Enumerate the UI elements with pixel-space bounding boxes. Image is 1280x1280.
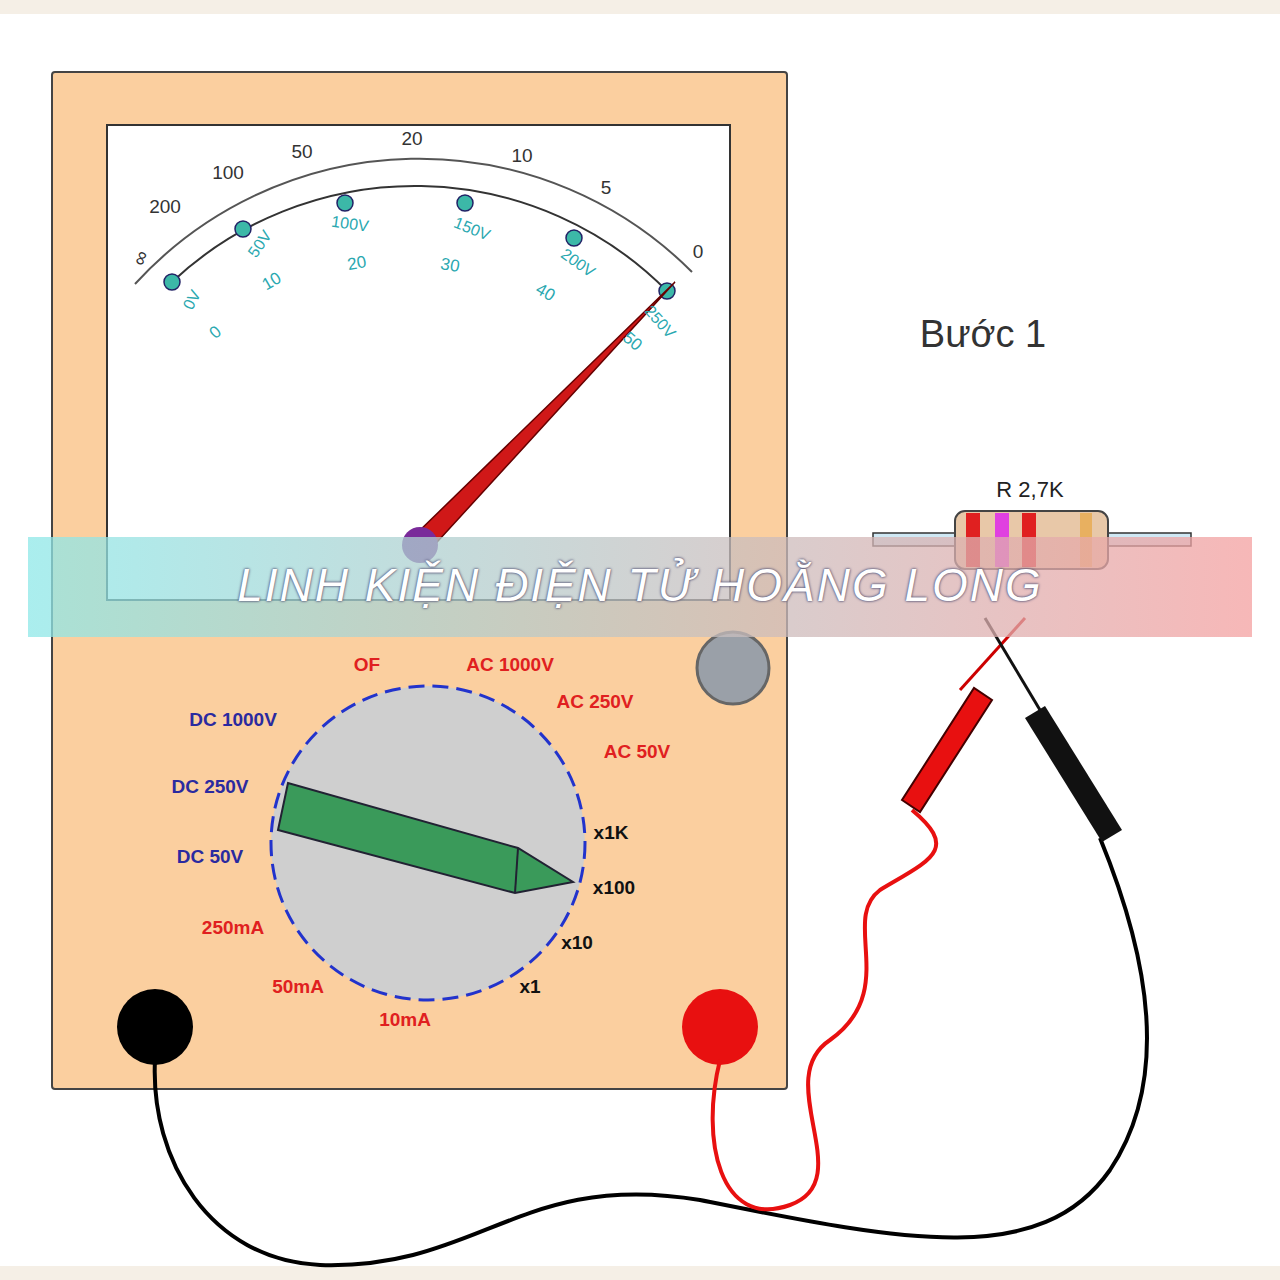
dial-pointer [278,783,573,893]
range-dial [271,686,585,1000]
scale-mark: 20 [401,129,422,150]
com-jack [117,989,193,1065]
range-label: 10mA [379,1010,431,1031]
scale-mark: 200 [149,197,181,218]
volt-mark: 150V [451,214,492,244]
volt-mark: 250V [641,302,679,342]
watermark: LINH KIỆN ĐIỆN TỬ HOẰNG LONG [237,560,1043,611]
scale-mark: ∞ [127,248,153,269]
range-label: 50mA [272,977,324,998]
volt-mark: 100V [330,213,369,236]
range-label: x1K [594,823,629,844]
red-probe [902,618,1025,812]
zero-adjust-knob [697,632,769,704]
plus-jack [682,989,758,1065]
range-label: OF [354,655,380,676]
scale-mark: 10 [511,146,532,167]
range-label: x1 [519,977,540,998]
scale-mark: 0 [693,242,704,263]
scale-mark: 5 [601,178,612,199]
range-label: DC 50V [177,847,244,868]
range-label: x100 [593,878,635,899]
range-label: AC 50V [604,742,671,763]
volt-mark: 200V [558,245,599,281]
red-lead-wire [713,810,937,1209]
meter-face [107,125,730,600]
scale-dots [164,195,675,299]
volt-scale-arc [172,186,667,291]
volt-mark: 0V [180,287,205,313]
scale-mark: 40 [532,280,558,306]
range-label: AC 250V [556,692,633,713]
ohm-scale-arc [135,159,692,284]
resistor-value: R 2,7K [996,478,1063,502]
scale-mark: 10 [259,269,285,295]
range-label: AC 1000V [466,655,554,676]
scale-mark: 50 [619,329,646,355]
volt-mark: 50V [245,227,276,260]
watermark-band [28,537,1252,637]
range-label: DC 250V [171,777,248,798]
step-title: Bước 1 [920,314,1046,356]
scale-mark: 20 [346,253,368,275]
needle [412,282,675,552]
range-label: DC 1000V [189,710,277,731]
scale-mark: 0 [206,323,225,343]
scale-mark: 100 [212,163,244,184]
scale-mark: 50 [291,142,312,163]
scale-mark: 30 [439,255,461,277]
black-lead-wire [155,838,1147,1265]
black-probe [985,618,1122,842]
range-label: x10 [561,933,593,954]
range-label: 250mA [202,918,264,939]
